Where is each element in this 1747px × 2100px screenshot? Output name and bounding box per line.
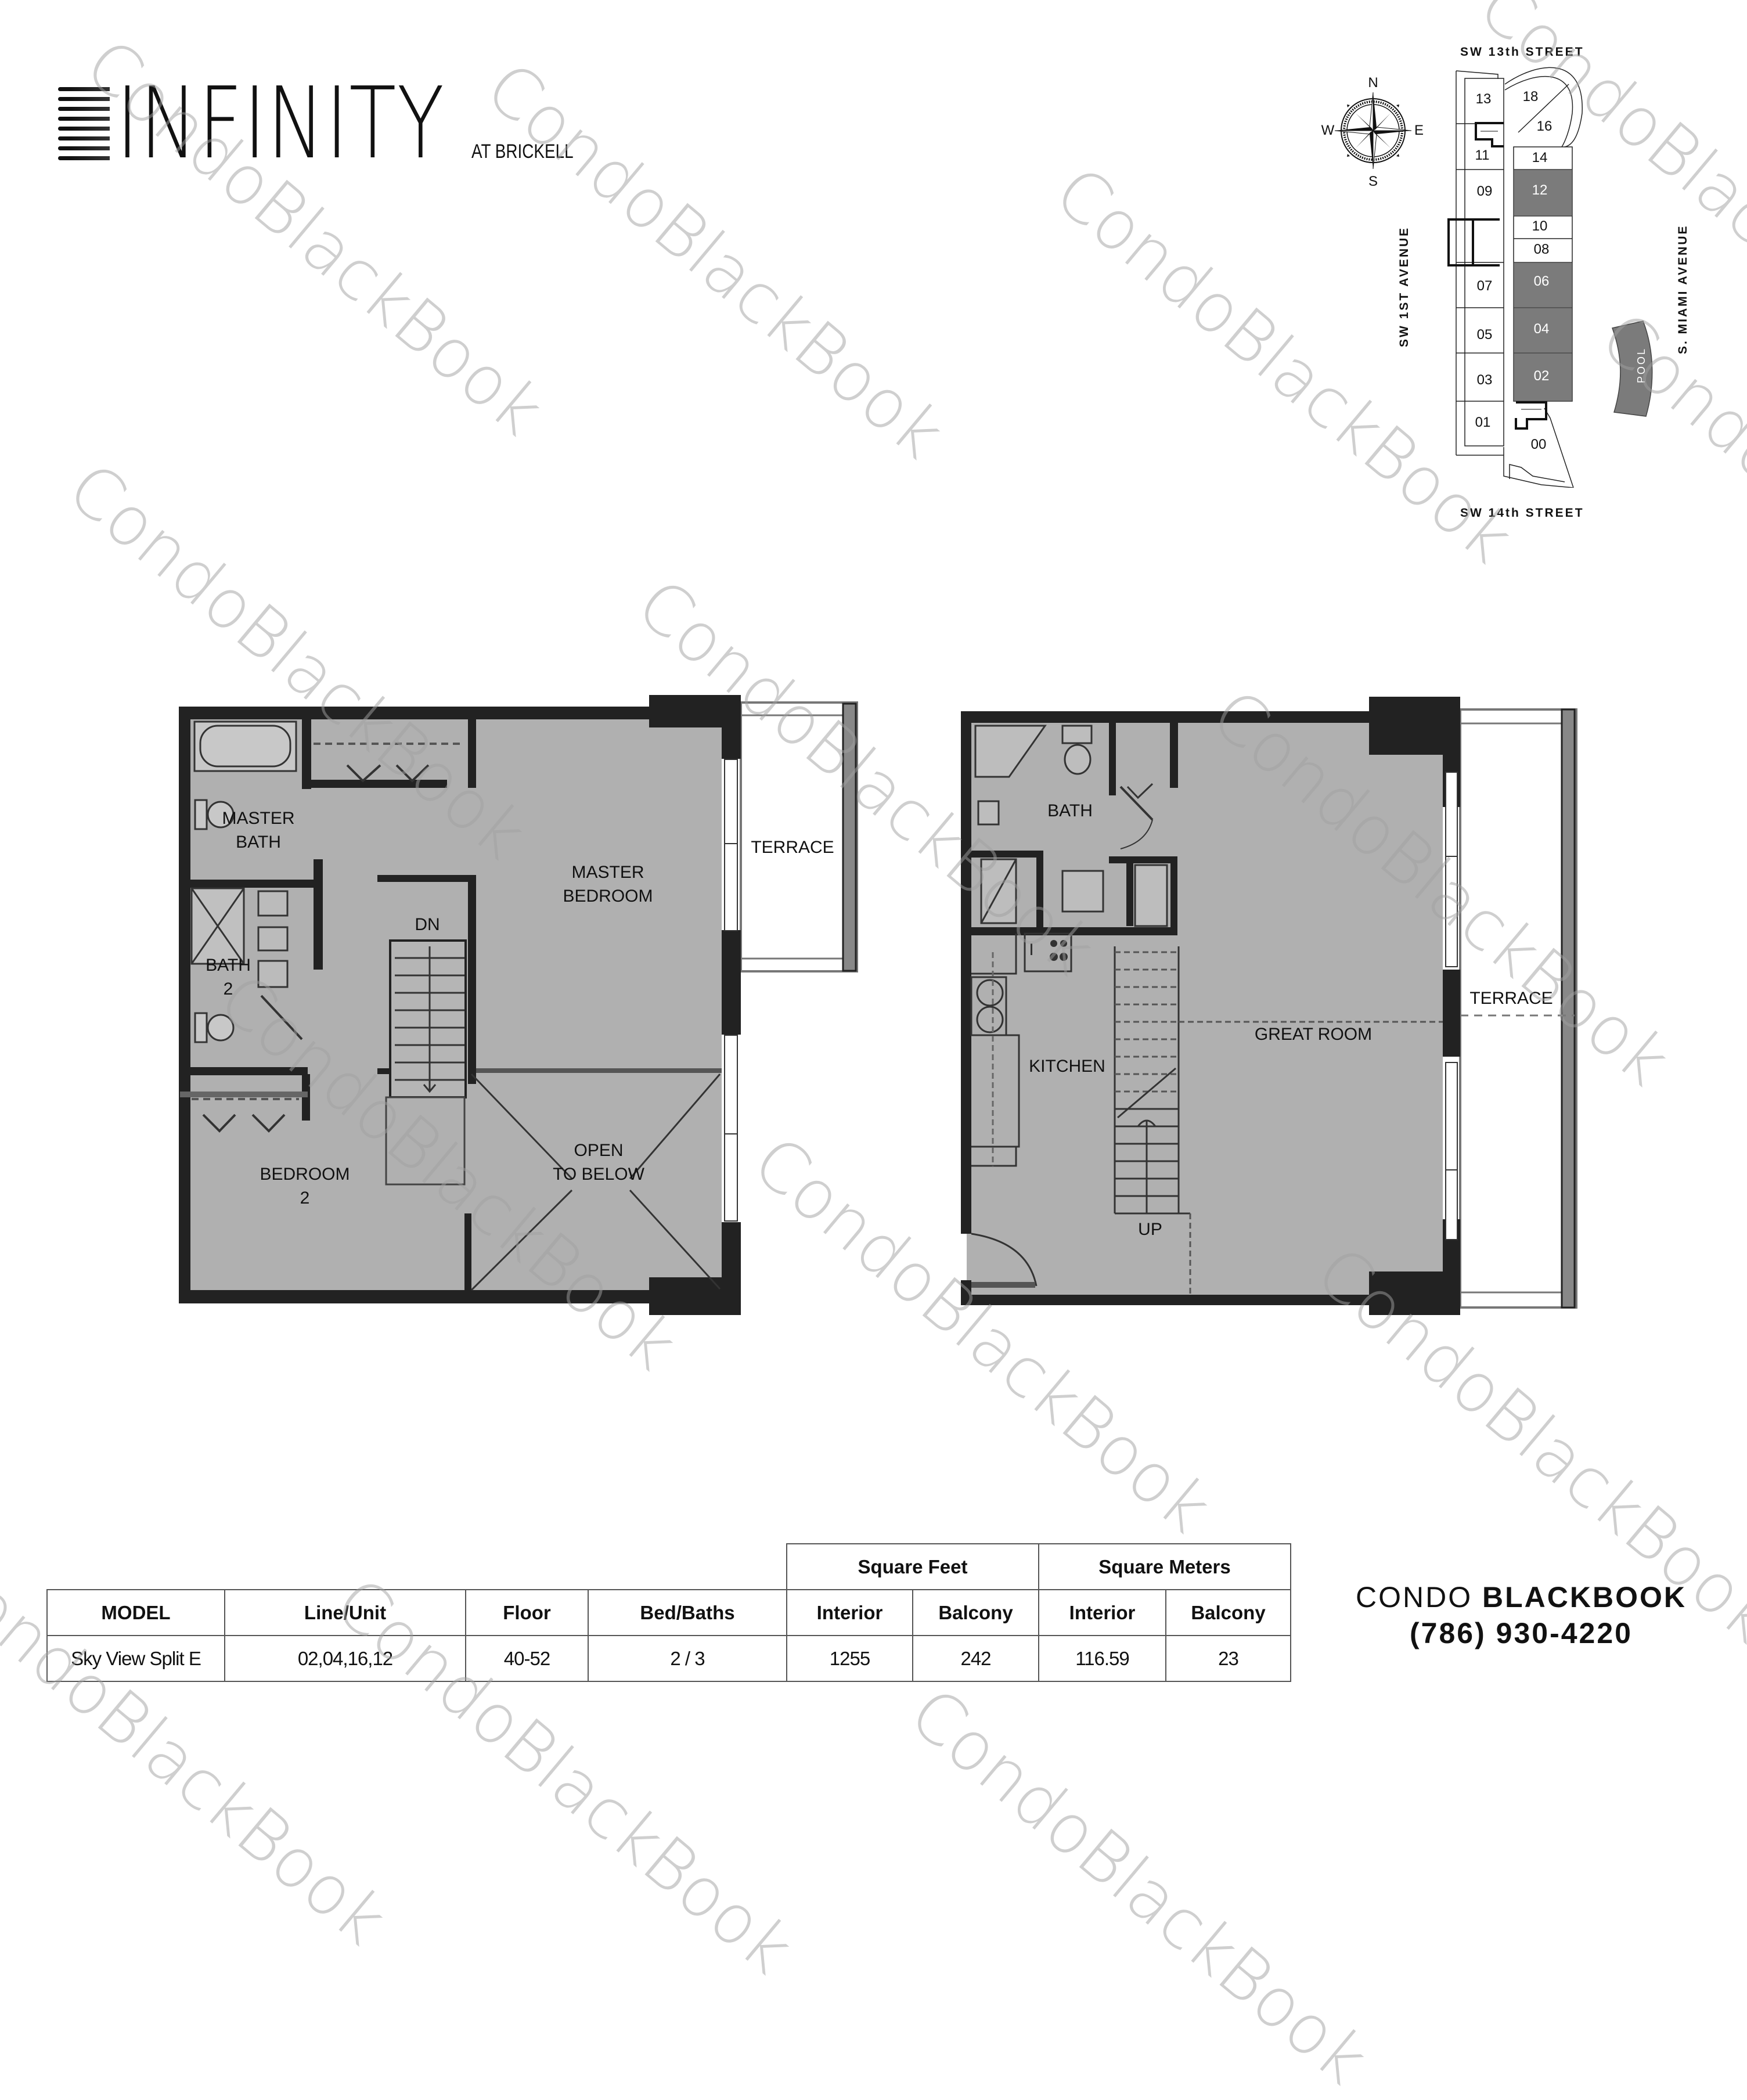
key-plan-building (1447, 67, 1583, 488)
key-unit-00: 00 (1530, 437, 1547, 452)
key-unit-09: 09 (1476, 183, 1493, 199)
label-stair-down: DN (415, 915, 440, 934)
label-bedroom-2: BEDROOM 2 (260, 1163, 350, 1210)
brand-name-light: CONDO (1356, 1581, 1473, 1613)
compass-w: W (1321, 123, 1335, 138)
label-master-bath-line1: MASTER (222, 809, 295, 828)
label-upper-terrace: TERRACE (751, 838, 834, 857)
label-bath-2: BATH 2 (206, 954, 251, 1001)
cell-bed-baths: 2 / 3 (588, 1635, 787, 1682)
key-unit-13: 13 (1475, 91, 1492, 107)
label-kitchen: KITCHEN (1029, 1057, 1105, 1076)
spec-group-header-row: Square Feet Square Meters (47, 1543, 1291, 1590)
cell-sqm-balcony: 23 (1165, 1635, 1291, 1682)
header-line-unit: Line/Unit (224, 1589, 466, 1636)
label-bedroom2-line2: 2 (300, 1188, 310, 1208)
spec-header-row: MODEL Line/Unit Floor Bed/Baths Interior… (46, 1589, 1291, 1636)
cell-line-unit: 02,04,16,12 (224, 1635, 466, 1682)
logo-title: INFINITY (116, 66, 445, 181)
brand-name-bold: BLACKBOOK (1482, 1581, 1687, 1613)
label-stair-up: UP (1138, 1220, 1162, 1239)
label-bath2-line1: BATH (206, 956, 251, 975)
label-open-to-below: OPEN TO BELOW (553, 1139, 644, 1186)
brand-phone[interactable]: (786) 930-4220 (1410, 1617, 1633, 1649)
street-east-label: S. MIAMI AVENUE (1676, 224, 1690, 354)
street-north-label: SW 13th STREET (1460, 45, 1584, 59)
logo-subtitle: AT BRICKELL (471, 141, 574, 163)
header-sqft-interior: Interior (786, 1589, 913, 1636)
watermark: CondoBlackBook (471, 46, 960, 474)
label-bath2-line2: 2 (223, 979, 233, 999)
label-lower-terrace: TERRACE (1469, 989, 1553, 1008)
key-unit-01: 01 (1475, 415, 1491, 430)
brand-block: CONDO BLACKBOOK (786) 930-4220 (1330, 1579, 1713, 1651)
group-header-sqft: Square Feet (786, 1543, 1039, 1590)
header-sqft-balcony: Balcony (912, 1589, 1039, 1636)
label-bedroom2-line1: BEDROOM (260, 1165, 350, 1184)
group-header-sqm: Square Meters (1038, 1543, 1291, 1590)
key-unit-16: 16 (1536, 118, 1553, 134)
spec-table: Square Feet Square Meters MODEL Line/Uni… (46, 1543, 1291, 1682)
key-unit-10: 10 (1532, 218, 1548, 234)
cell-model: Sky View Split E (46, 1635, 225, 1682)
key-unit-02: 02 (1533, 368, 1550, 384)
street-west-label: SW 1ST AVENUE (1397, 226, 1411, 347)
label-master-bath: MASTER BATH (222, 807, 294, 854)
label-great-room: GREAT ROOM (1254, 1025, 1373, 1044)
cell-sqft-interior: 1255 (786, 1635, 913, 1682)
key-unit-03: 03 (1476, 372, 1493, 388)
header-sqm-interior: Interior (1038, 1589, 1166, 1636)
logo-mark-icon (58, 87, 110, 160)
cell-floor: 40-52 (465, 1635, 589, 1682)
pool-label: POOL (1636, 347, 1647, 383)
key-unit-06: 06 (1533, 273, 1550, 289)
header-model: MODEL (46, 1589, 225, 1636)
cell-sqm-interior: 116.59 (1038, 1635, 1166, 1682)
brand-name: CONDO BLACKBOOK (1330, 1579, 1713, 1615)
key-unit-08: 08 (1533, 242, 1550, 257)
key-unit-07: 07 (1476, 278, 1493, 294)
key-unit-05: 05 (1476, 327, 1493, 343)
compass-n: N (1368, 75, 1378, 91)
key-unit-11: 11 (1475, 147, 1490, 163)
key-unit-12: 12 (1532, 182, 1548, 198)
label-master-bedroom-line2: BEDROOM (563, 886, 653, 906)
key-unit-04: 04 (1533, 321, 1550, 337)
label-master-bedroom: MASTER BEDROOM (563, 861, 653, 908)
compass-rose-icon (1334, 92, 1412, 170)
compass-e: E (1414, 123, 1424, 138)
key-unit-18: 18 (1522, 89, 1539, 105)
label-master-bath-line2: BATH (236, 832, 281, 852)
key-unit-14: 14 (1532, 150, 1548, 165)
watermark: CondoBlackBook (895, 1672, 1384, 2100)
lower-floor-plan (961, 697, 1577, 1315)
upper-floor-plan (179, 695, 858, 1315)
cell-sqft-balcony: 242 (912, 1635, 1039, 1682)
label-open-line1: OPEN (574, 1141, 624, 1160)
pool-shape (1612, 320, 1653, 417)
label-master-bedroom-line1: MASTER (571, 863, 644, 882)
label-lower-bath: BATH (1047, 801, 1093, 820)
header-floor: Floor (465, 1589, 589, 1636)
header-bed-baths: Bed/Baths (588, 1589, 787, 1636)
header-sqm-balcony: Balcony (1165, 1589, 1291, 1636)
label-open-line2: TO BELOW (553, 1164, 644, 1184)
street-south-label: SW 14th STREET (1460, 506, 1584, 520)
table-row: Sky View Split E 02,04,16,12 40-52 2 / 3… (46, 1635, 1291, 1682)
compass-s: S (1368, 174, 1378, 189)
